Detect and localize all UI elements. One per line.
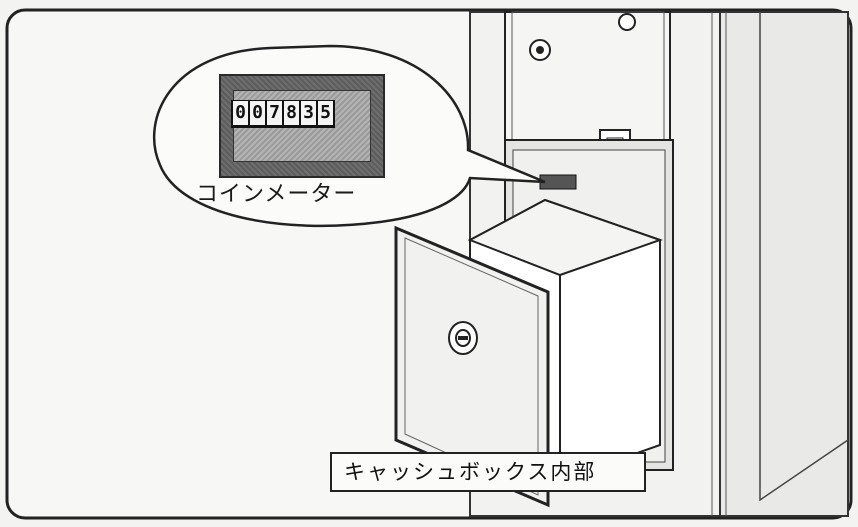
meter-slot	[539, 174, 577, 190]
coin-meter: 0 0 7 8 3 5	[219, 74, 385, 178]
meter-digit: 3	[301, 101, 316, 125]
meter-digit: 7	[267, 101, 282, 125]
meter-digit: 8	[284, 101, 299, 125]
coin-meter-label: コインメーター	[196, 182, 357, 207]
meter-digit: 0	[233, 101, 248, 125]
meter-digit: 5	[318, 101, 333, 125]
coin-meter-digits: 0 0 7 8 3 5	[231, 100, 335, 128]
cashbox-front-face	[394, 225, 550, 508]
meter-digit: 0	[250, 101, 265, 125]
cashbox-interior-label: キャッシュボックス内部	[330, 452, 646, 492]
